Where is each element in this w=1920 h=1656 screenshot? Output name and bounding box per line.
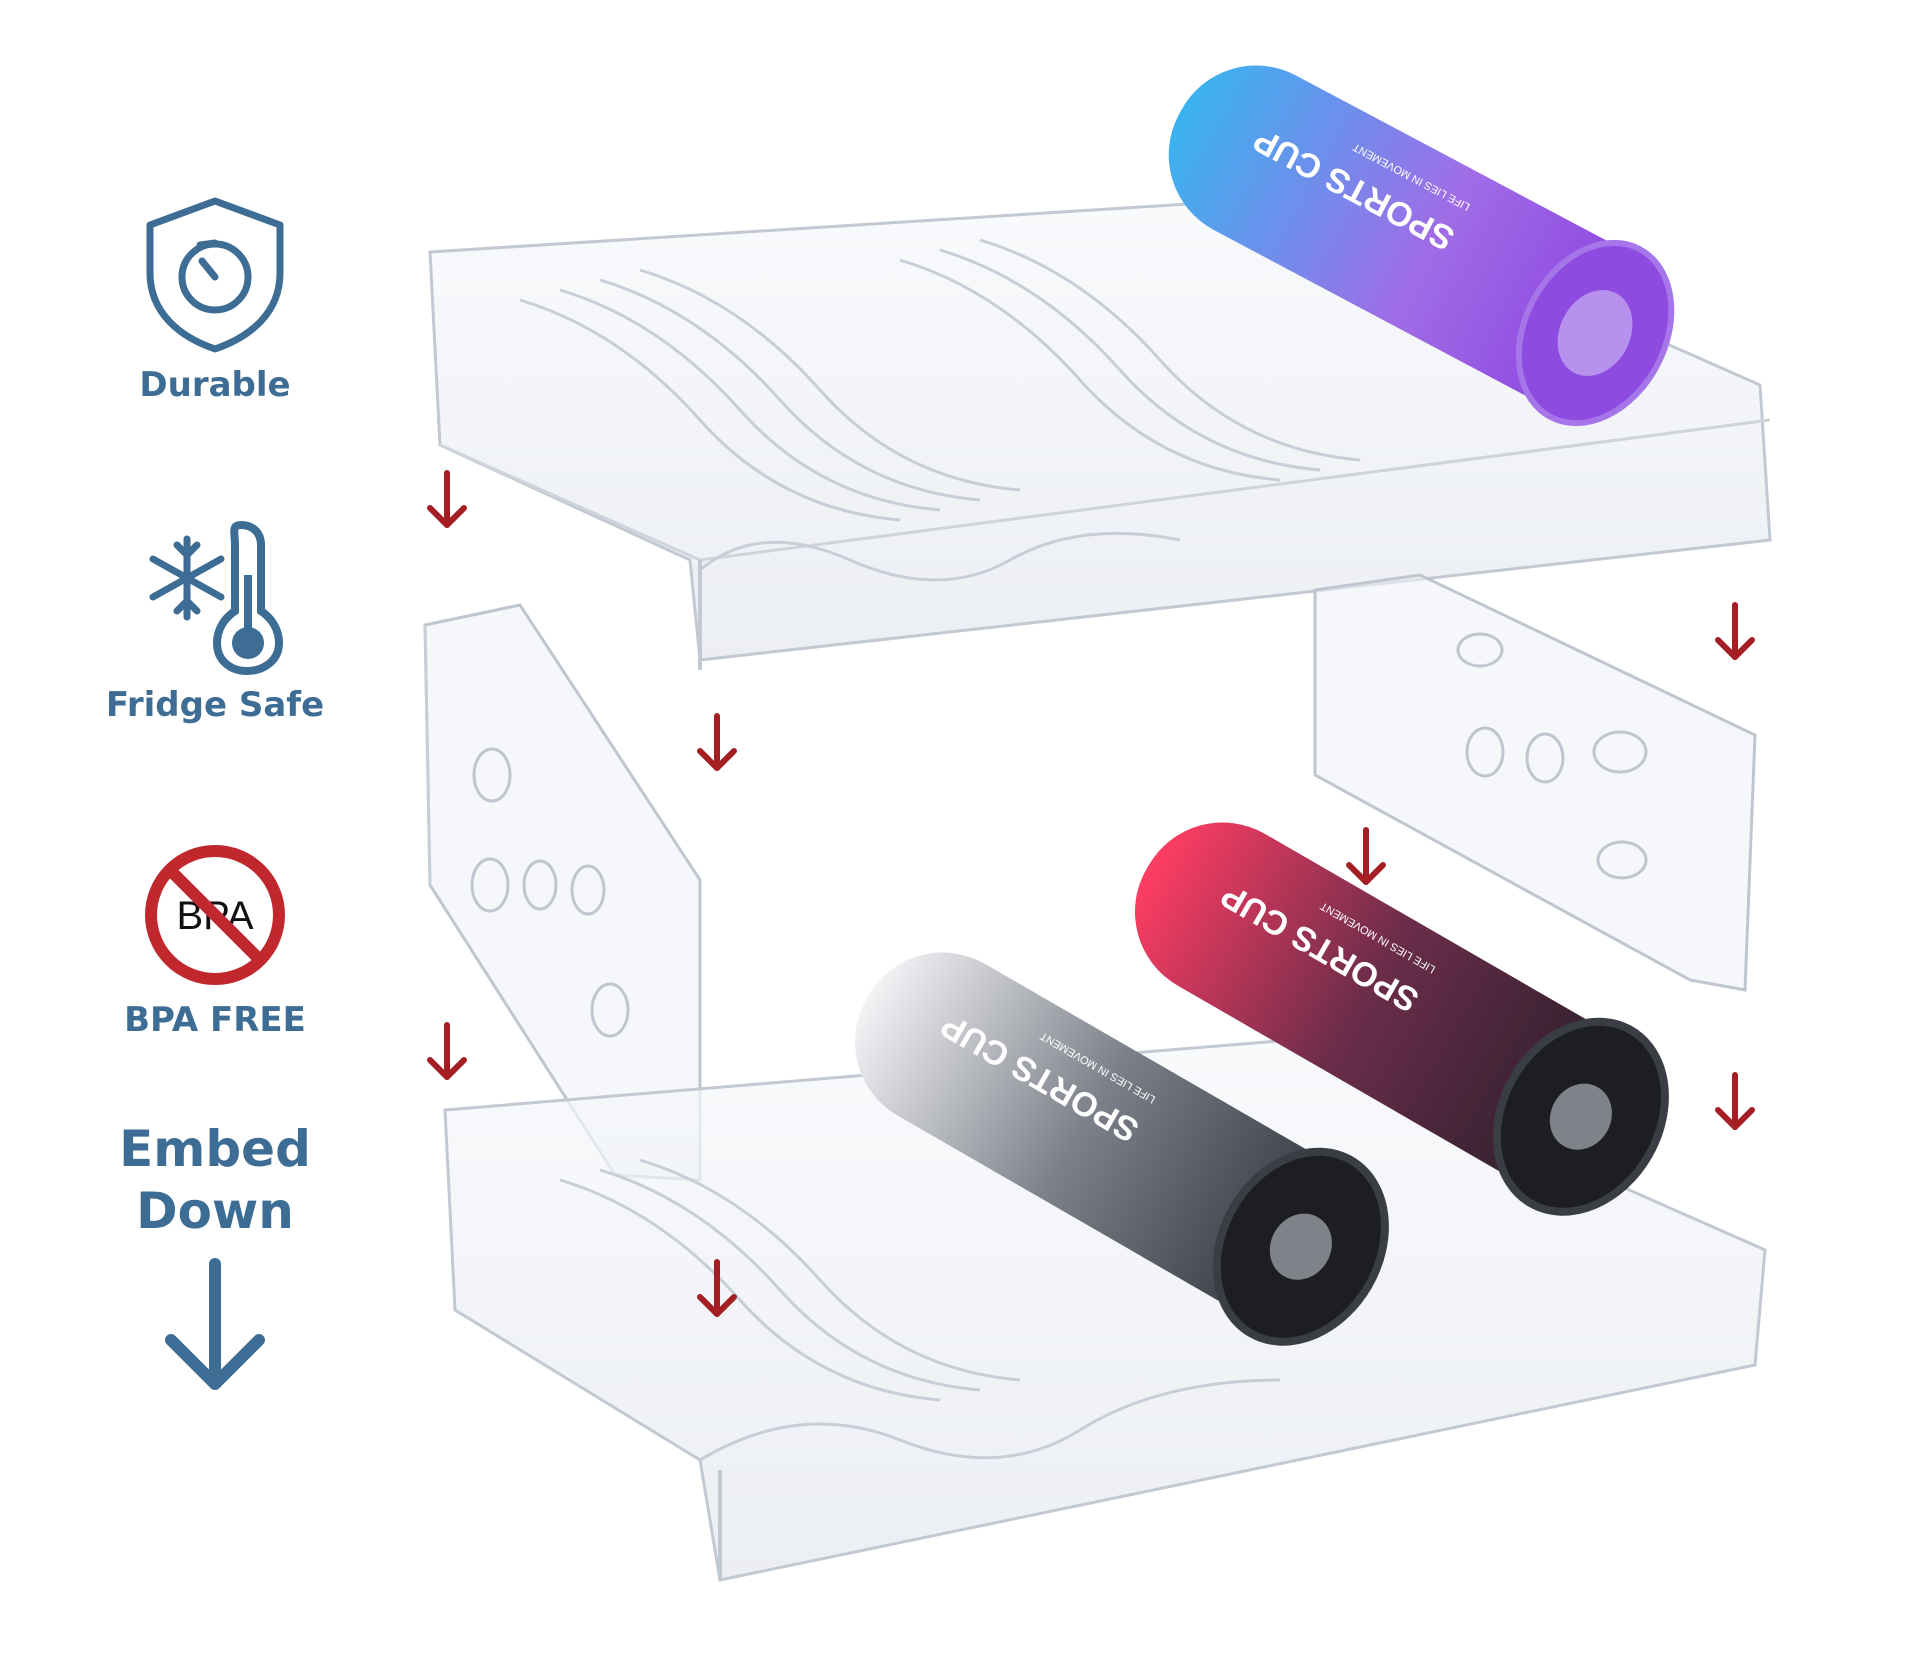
feature-bpa-free: BPA BPA FREE: [60, 840, 370, 1040]
assembly-arrows: [427, 470, 1755, 1317]
red-arrow-icon: [1346, 827, 1386, 885]
red-arrow-icon: [427, 1022, 467, 1080]
feature-label-down: Down: [136, 1182, 294, 1240]
shield-timer-icon: [146, 197, 284, 353]
no-bpa-icon: BPA: [145, 845, 285, 985]
feature-label-durable: Durable: [139, 365, 291, 405]
bottle-white-black: SPORTS CUP LIFE LIES IN MOVEMENT: [854, 952, 1389, 1346]
feature-label-embed: Embed: [119, 1120, 311, 1178]
red-arrow-icon: [1715, 1072, 1755, 1130]
red-arrow-icon: [697, 1259, 737, 1317]
right-side-support: [1313, 573, 1757, 992]
feature-label-fridge-safe: Fridge Safe: [105, 685, 325, 725]
red-arrow-icon: [1715, 602, 1755, 660]
feature-embed-down: Embed Down: [60, 1118, 370, 1396]
feature-fridge-safe: Fridge Safe: [60, 515, 370, 725]
feature-durable: Durable: [60, 195, 370, 405]
red-arrow-icon: [427, 470, 467, 528]
red-arrow-icon: [697, 713, 737, 771]
snowflake-thermometer-icon: [149, 520, 284, 675]
feature-label-bpa-free: BPA FREE: [124, 1000, 306, 1040]
down-arrow-icon: [165, 1258, 265, 1390]
